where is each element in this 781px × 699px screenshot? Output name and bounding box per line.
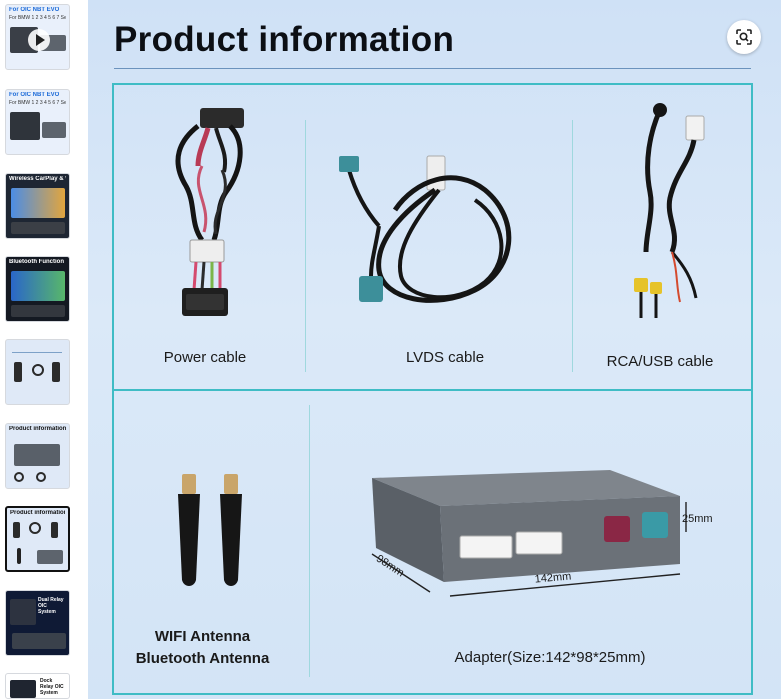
thumbnail-cable-image	[52, 362, 60, 382]
thumbnail-screen-image	[11, 271, 65, 301]
thumbnail-screen-image	[10, 680, 36, 698]
thumbnail-screen-image	[10, 599, 36, 625]
thumbnail-1[interactable]: For OIC NBT EVO For BMW 1 2 3 4 5 6 7 Se…	[5, 4, 70, 70]
visual-search-button[interactable]	[727, 20, 761, 54]
thumbnail-screen-image	[10, 112, 40, 140]
thumbnail-7-selected[interactable]: Product information	[5, 506, 70, 572]
thumbnail-cable-image	[36, 472, 46, 482]
thumbnail-subtitle: For BMW 1 2 3 4 5 6 7 Series	[9, 15, 66, 21]
play-icon[interactable]	[26, 27, 52, 53]
thumbnail-device-image	[14, 444, 60, 466]
title-divider	[114, 68, 751, 69]
thumbnail-rail: For OIC NBT EVO For BMW 1 2 3 4 5 6 7 Se…	[0, 0, 84, 699]
thumbnail-3[interactable]: Wireless CarPlay & Wired Android Auto	[5, 173, 70, 239]
height-dimension-label: 25mm	[682, 513, 713, 525]
thumbnail-title: Product information	[9, 426, 66, 432]
thumbnail-title: For OIC NBT EVO	[9, 7, 60, 13]
thumbnail-5[interactable]	[5, 339, 70, 405]
thumbnail-cable-image	[29, 522, 41, 534]
power-cable-label: Power cable	[163, 349, 247, 366]
thumbnail-rule	[12, 352, 62, 353]
thumbnail-device-image	[12, 633, 66, 649]
thumbnail-cable-image	[51, 522, 58, 538]
thumbnail-cable-image	[32, 364, 44, 376]
thumbnail-cable-image	[14, 472, 24, 482]
thumbnail-4[interactable]: Bluetooth Function	[5, 256, 70, 322]
thumbnail-subtitle: For BMW 1 2 3 4 5 6 7 Series	[9, 100, 66, 106]
grid-column-divider	[305, 120, 306, 372]
thumbnail-9[interactable]: Dock Relay OIC System	[5, 673, 70, 699]
thumbnail-2[interactable]: For OIC NBT EVO For BMW 1 2 3 4 5 6 7 Se…	[5, 89, 70, 155]
grid-column-divider	[572, 120, 573, 372]
thumbnail-title: Bluetooth Function	[9, 259, 64, 265]
grid-column-divider	[309, 405, 310, 677]
thumbnail-title: Wireless CarPlay & Wired Android Auto	[9, 176, 66, 182]
thumbnail-title: Product information	[10, 510, 65, 516]
lvds-cable-image	[339, 155, 512, 303]
wifi-antenna-label: WIFI Antenna	[154, 628, 251, 645]
thumbnail-dashboard-image	[11, 222, 65, 234]
bluetooth-antenna-label: Bluetooth Antenna	[135, 650, 270, 667]
thumbnail-cable-image	[13, 522, 20, 538]
power-cable-image	[175, 108, 244, 316]
thumbnail-device-image	[42, 122, 66, 138]
lvds-cable-label: LVDS cable	[405, 349, 485, 366]
thumbnail-title: Dual Relay OIC System	[38, 597, 64, 615]
thumbnail-8[interactable]: Dual Relay OIC System	[5, 590, 70, 656]
adapter-image	[371, 470, 687, 597]
thumbnail-antenna-image	[17, 548, 21, 564]
page-title: Product information	[114, 20, 455, 59]
grid-row-divider	[112, 389, 753, 391]
rca-usb-cable-image	[634, 103, 705, 318]
wifi-antenna-image	[178, 474, 242, 586]
thumbnail-title: For OIC NBT EVO	[9, 92, 60, 98]
thumbnail-cable-image	[14, 362, 22, 382]
thumbnail-title: Dock Relay OIC System	[40, 678, 64, 696]
adapter-label: Adapter(Size:142*98*25mm)	[454, 649, 646, 666]
thumbnail-6[interactable]: Product information	[5, 423, 70, 489]
thumbnail-device-image	[37, 550, 63, 564]
rca-usb-cable-label: RCA/USB cable	[606, 353, 714, 370]
thumbnail-dashboard-image	[11, 305, 65, 317]
visual-search-icon	[736, 29, 752, 45]
thumbnail-screen-image	[11, 188, 65, 218]
